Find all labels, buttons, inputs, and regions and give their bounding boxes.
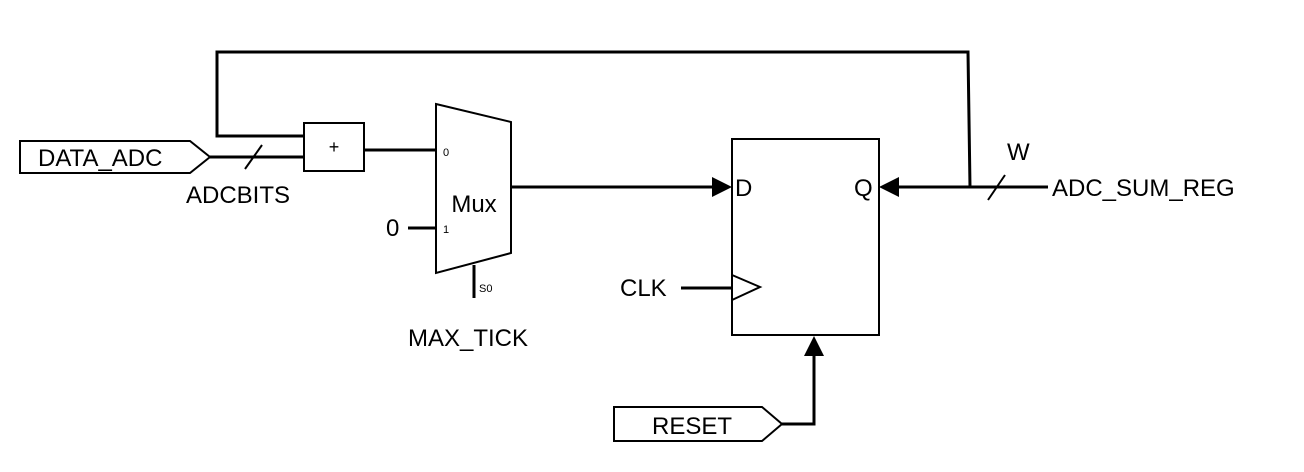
- w-bus-slash: [987, 174, 1006, 201]
- data-adc-label: DATA_ADC: [38, 145, 162, 172]
- reset-label: RESET: [652, 413, 732, 440]
- w-label: W: [1007, 139, 1030, 166]
- max-tick-label: MAX_TICK: [408, 325, 528, 352]
- reset-input-connector: [613, 406, 784, 442]
- reset-arrowhead: [804, 336, 824, 356]
- register-q-label: Q: [854, 175, 873, 202]
- mux-pin-1: 1: [443, 224, 449, 236]
- mux-block: [435, 102, 512, 275]
- clock-triangle: [731, 274, 763, 301]
- mux-const-zero-label: 0: [386, 215, 399, 242]
- adc-sum-reg-label: ADC_SUM_REG: [1052, 175, 1235, 202]
- clk-label: CLK: [620, 275, 667, 302]
- adcbits-bus-slash: [244, 144, 263, 170]
- mux-pin-s0: S0: [479, 283, 492, 295]
- d-arrowhead: [712, 177, 732, 197]
- register-block: [731, 138, 880, 336]
- register-d-label: D: [735, 175, 752, 202]
- adcbits-label: ADCBITS: [186, 182, 290, 209]
- reset-wire: [782, 350, 816, 426]
- adder-symbol: +: [329, 137, 340, 157]
- mux-label: Mux: [451, 191, 496, 218]
- q-arrowhead: [879, 177, 899, 197]
- adder-block: [303, 122, 365, 172]
- feedback-wire: [215, 50, 972, 188]
- mux-pin-0: 0: [443, 147, 449, 159]
- data-adc-input-connector: [19, 140, 212, 174]
